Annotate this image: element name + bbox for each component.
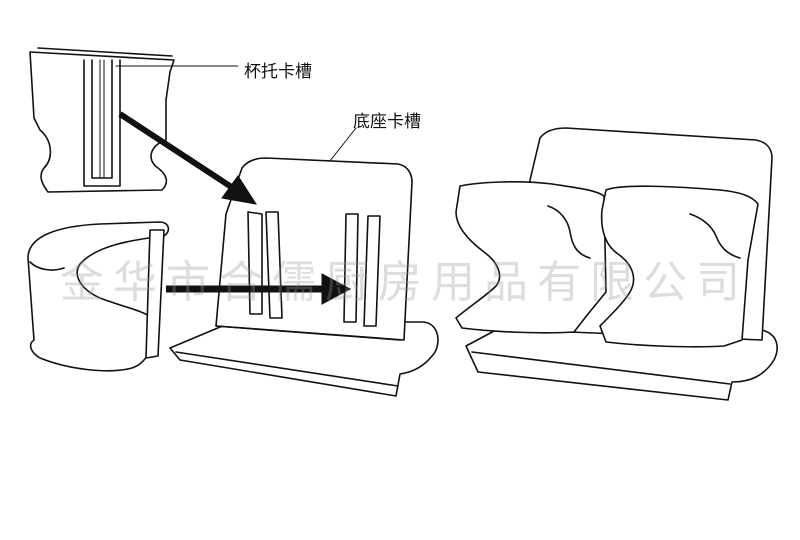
base-stand-exploded bbox=[170, 158, 438, 396]
cup-holder-side-view bbox=[28, 222, 168, 371]
base-slot-label: 底座卡槽 bbox=[353, 107, 421, 132]
cup-holder-slot-label: 杯托卡槽 bbox=[244, 57, 312, 82]
assembled-stand-view bbox=[456, 128, 777, 400]
cup-holder-front-view bbox=[30, 48, 174, 192]
